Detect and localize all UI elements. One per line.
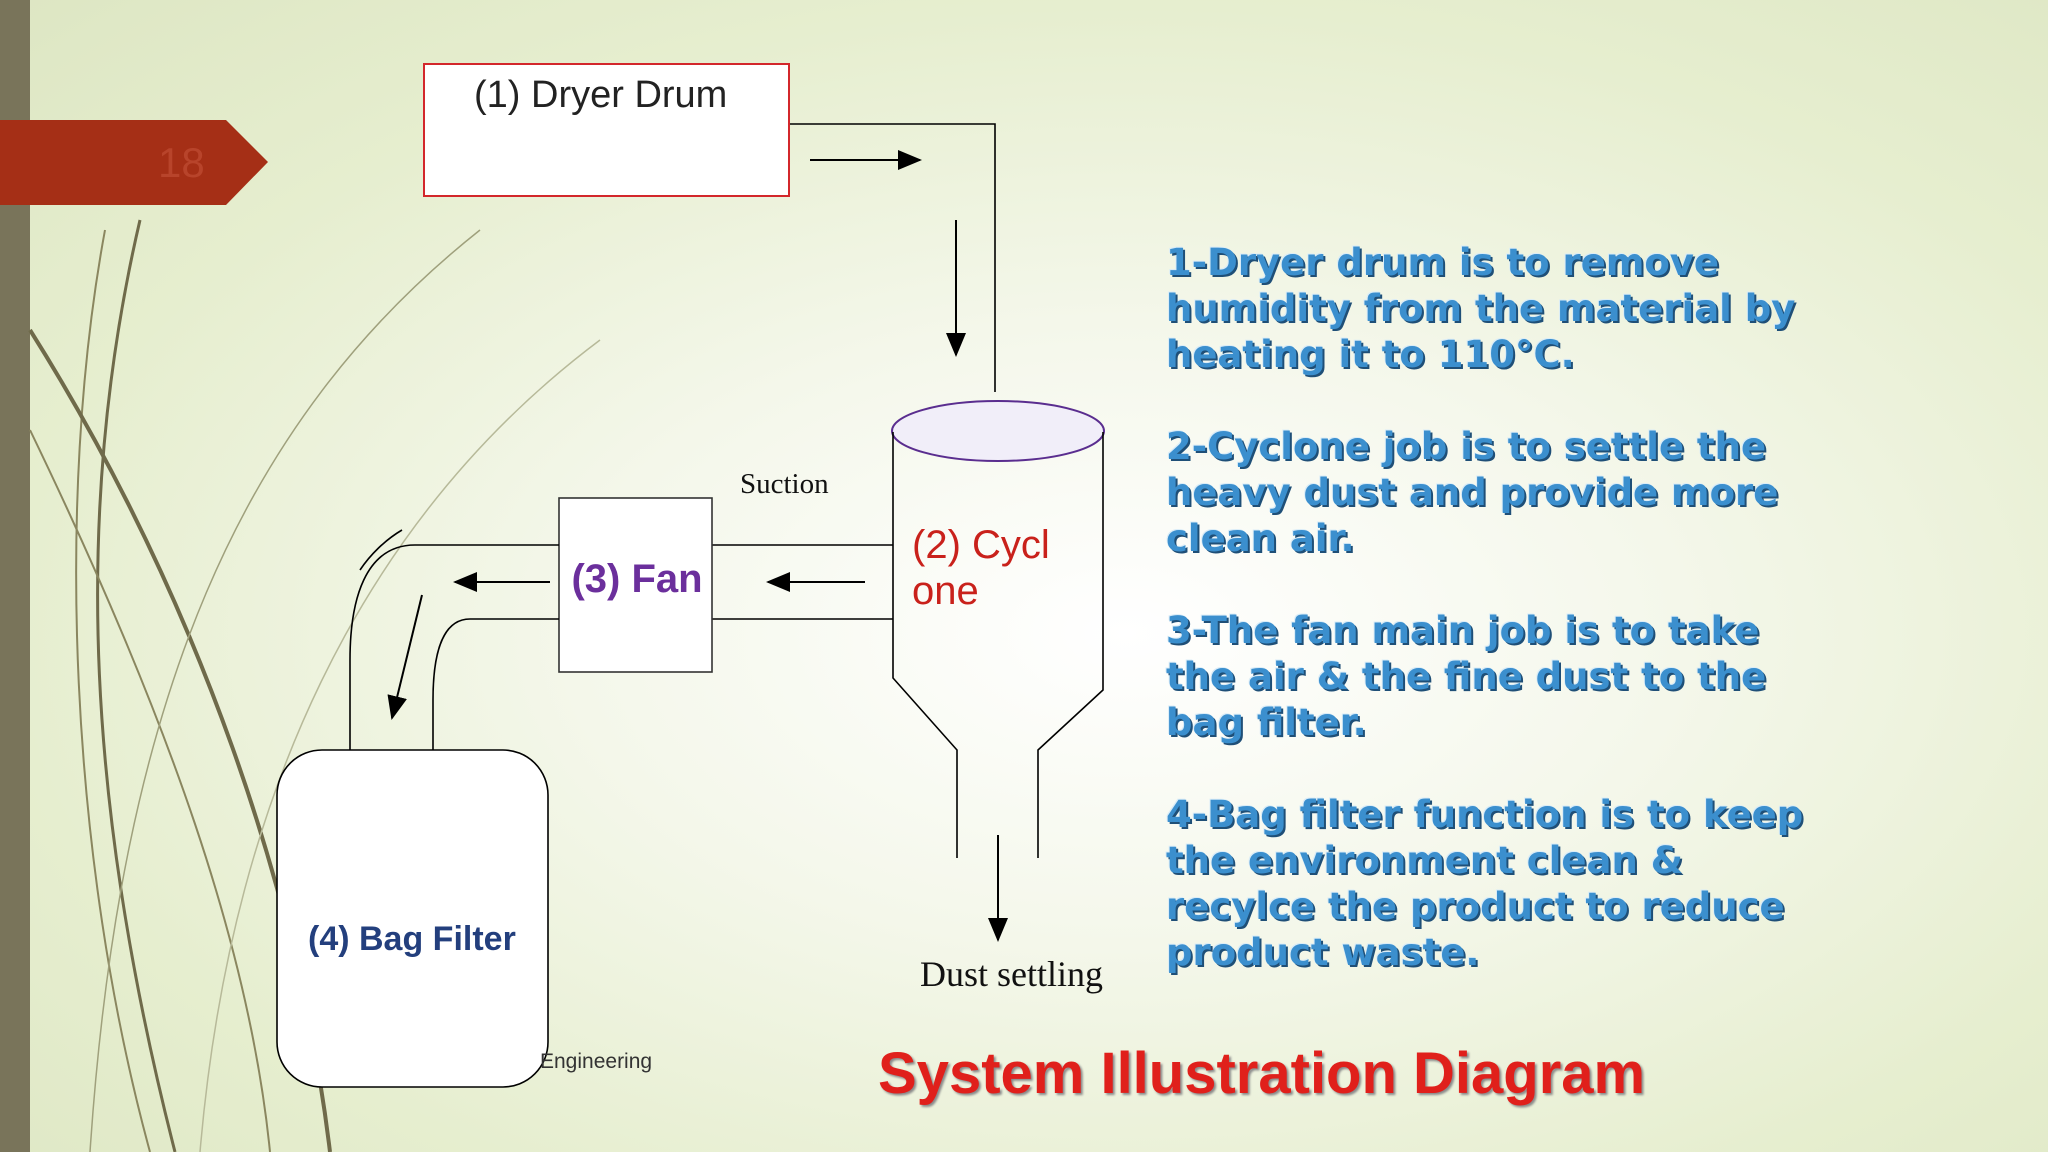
dryer-to-cyclone-duct: [790, 123, 996, 392]
cyclone-label: (2) Cyclone: [912, 523, 1050, 613]
cyclone-to-fan-duct: [712, 544, 893, 620]
description-item-cyclone: 2-Cyclone job is to settle the heavy dus…: [1166, 425, 1779, 560]
bag-filter-label: (4) Bag Filter: [308, 920, 516, 958]
dryer-drum-label: (1) Dryer Drum: [474, 74, 728, 116]
suction-label: Suction: [740, 468, 829, 500]
description-item-fan: 3-The fan main job is to take the air & …: [1166, 609, 1767, 744]
flow-arrow-to-bag-filter: [387, 594, 423, 720]
fan-to-bag-filter-duct: [349, 529, 559, 750]
page-number: 18: [158, 139, 205, 186]
page-number-tab: [0, 120, 268, 205]
fan-box: [558, 497, 713, 673]
bag-filter-box: [276, 749, 549, 1088]
dust-settling-label: Dust settling: [920, 954, 1104, 994]
description-item-dryer: 1-Dryer drum is to remove humidity from …: [1166, 241, 1796, 376]
description-item-bag-filter: 4-Bag filter function is to keep the env…: [1166, 793, 1804, 974]
fan-label: (3) Fan: [571, 557, 703, 601]
description-list: 1-Dryer drum is to remove humidity from …: [1166, 240, 1806, 1022]
dryer-drum-box: [423, 63, 790, 197]
slide-title: System Illustration Diagram: [878, 1041, 1646, 1106]
cyclone-shape: [891, 400, 1105, 858]
footer-fragment: Engineering: [540, 1050, 653, 1073]
